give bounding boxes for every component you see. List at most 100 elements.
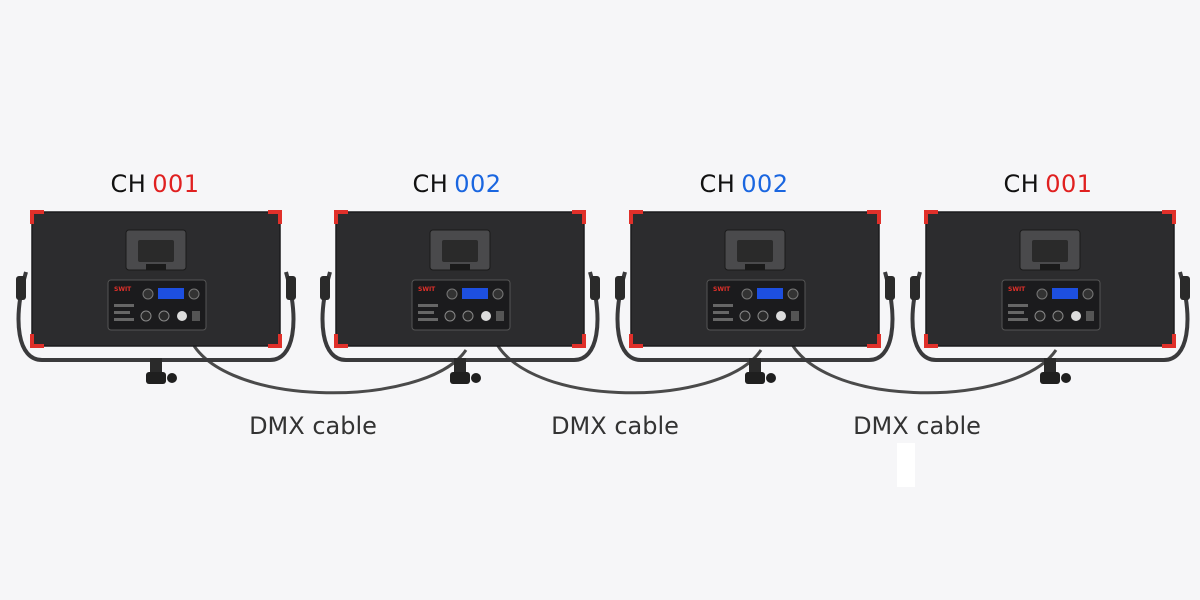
light-panel-2: SWIT [320, 210, 600, 384]
channel-number: 002 [454, 170, 502, 198]
dial-right-icon [492, 288, 504, 300]
display-screen [462, 288, 488, 299]
corner-accent [867, 210, 881, 224]
corner-accent [30, 210, 44, 224]
yoke-knob-left-icon [16, 276, 26, 300]
corner-accent [30, 334, 44, 348]
mount-clamp-icon [450, 372, 470, 384]
channel-number: 001 [1045, 170, 1093, 198]
battery-slot [737, 240, 773, 262]
dial-left-icon [1036, 288, 1048, 300]
brand-logo: SWIT [114, 286, 132, 293]
corner-accent [572, 210, 586, 224]
corner-accent [572, 334, 586, 348]
corner-accent [629, 210, 643, 224]
dmx-in-port-icon [140, 310, 152, 322]
dmx-in-port-icon [444, 310, 456, 322]
info-text-line [418, 311, 434, 314]
corner-accent [924, 334, 938, 348]
info-text-line [1008, 318, 1028, 321]
switch-icon [192, 311, 200, 321]
info-text-line [713, 311, 729, 314]
mount-stem [454, 358, 466, 376]
yoke-knob-right-icon [590, 276, 600, 300]
yoke-knob-right-icon [885, 276, 895, 300]
mount-knob-icon [1061, 373, 1071, 383]
light-panel-4: SWIT [910, 210, 1190, 384]
battery-slot [138, 240, 174, 262]
corner-accent [1162, 210, 1176, 224]
display-screen [757, 288, 783, 299]
yoke-knob-right-icon [1180, 276, 1190, 300]
channel-number: 002 [741, 170, 789, 198]
cable-label-3: DMX cable [853, 412, 981, 440]
battery-latch [450, 264, 470, 270]
dmx-cables [185, 329, 1058, 395]
info-text-line [418, 304, 438, 307]
channel-prefix: CH [1003, 170, 1040, 198]
panel-body [925, 211, 1175, 347]
corner-accent [1162, 334, 1176, 348]
info-text-line [114, 311, 130, 314]
brand-logo: SWIT [713, 286, 731, 293]
dial-left-icon [142, 288, 154, 300]
info-text-line [713, 304, 733, 307]
panel-body [630, 211, 880, 347]
battery-latch [146, 264, 166, 270]
yoke-knob-right-icon [286, 276, 296, 300]
battery-slot [1032, 240, 1068, 262]
dmx-out-port-icon [757, 310, 769, 322]
switch-icon [1086, 311, 1094, 321]
light-panel-1: SWIT [16, 210, 296, 384]
power-port-icon [1071, 311, 1081, 321]
dmx-out-port-icon [1052, 310, 1064, 322]
power-port-icon [177, 311, 187, 321]
white-marker [897, 443, 915, 487]
brand-logo: SWIT [418, 286, 436, 293]
switch-icon [791, 311, 799, 321]
switch-icon [496, 311, 504, 321]
corner-accent [334, 334, 348, 348]
power-port-icon [776, 311, 786, 321]
display-screen [158, 288, 184, 299]
dmx-in-port-icon [1034, 310, 1046, 322]
channel-prefix: CH [412, 170, 449, 198]
dmx-out-port-icon [158, 310, 170, 322]
info-text-line [1008, 311, 1024, 314]
dmx-in-port-icon [739, 310, 751, 322]
info-text-line [418, 318, 438, 321]
mount-stem [150, 358, 162, 376]
mount-knob-icon [766, 373, 776, 383]
mount-knob-icon [167, 373, 177, 383]
dmx-cable-1 [185, 329, 468, 395]
battery-latch [745, 264, 765, 270]
info-text-line [1008, 304, 1028, 307]
dial-right-icon [1082, 288, 1094, 300]
corner-accent [924, 210, 938, 224]
light-panel-3: SWIT [615, 210, 895, 384]
dial-left-icon [741, 288, 753, 300]
panel-body [31, 211, 281, 347]
dmx-cable-3 [784, 329, 1058, 395]
panel-body [335, 211, 585, 347]
info-text-line [114, 318, 134, 321]
channel-prefix: CH [699, 170, 736, 198]
battery-slot [442, 240, 478, 262]
yoke-knob-left-icon [910, 276, 920, 300]
dial-right-icon [787, 288, 799, 300]
mount-stem [749, 358, 761, 376]
mount-clamp-icon [745, 372, 765, 384]
channel-prefix: CH [110, 170, 147, 198]
dial-left-icon [446, 288, 458, 300]
mount-clamp-icon [1040, 372, 1060, 384]
yoke-knob-left-icon [320, 276, 330, 300]
mount-clamp-icon [146, 372, 166, 384]
channel-number: 001 [152, 170, 200, 198]
yoke-knob-left-icon [615, 276, 625, 300]
brand-logo: SWIT [1008, 286, 1026, 293]
